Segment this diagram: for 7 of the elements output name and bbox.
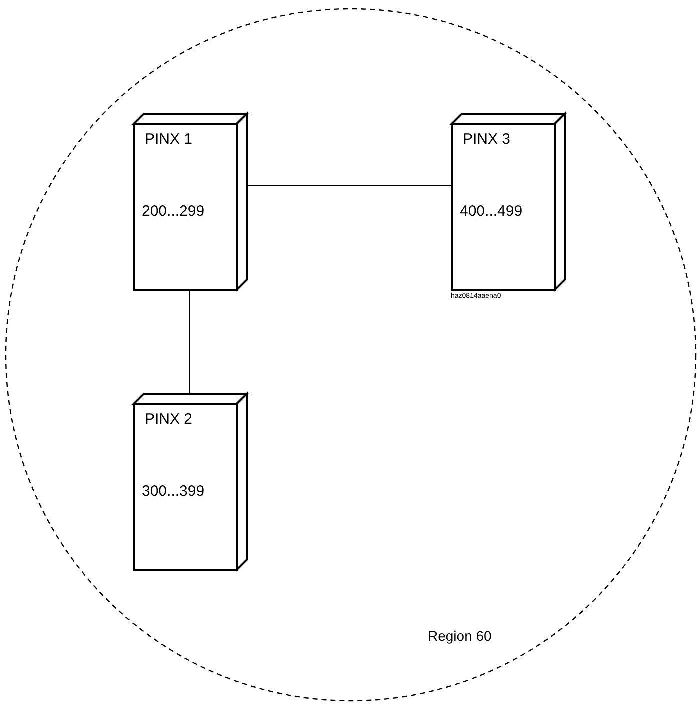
node-title: PINX 3 bbox=[463, 131, 511, 148]
region-label: Region 60 bbox=[428, 628, 492, 644]
number-range: 200...299 bbox=[142, 203, 205, 220]
node-title: PINX 2 bbox=[145, 411, 193, 428]
number-range: 400...499 bbox=[460, 203, 523, 220]
node-title: PINX 1 bbox=[145, 131, 193, 148]
number-range: 300...399 bbox=[142, 483, 205, 500]
